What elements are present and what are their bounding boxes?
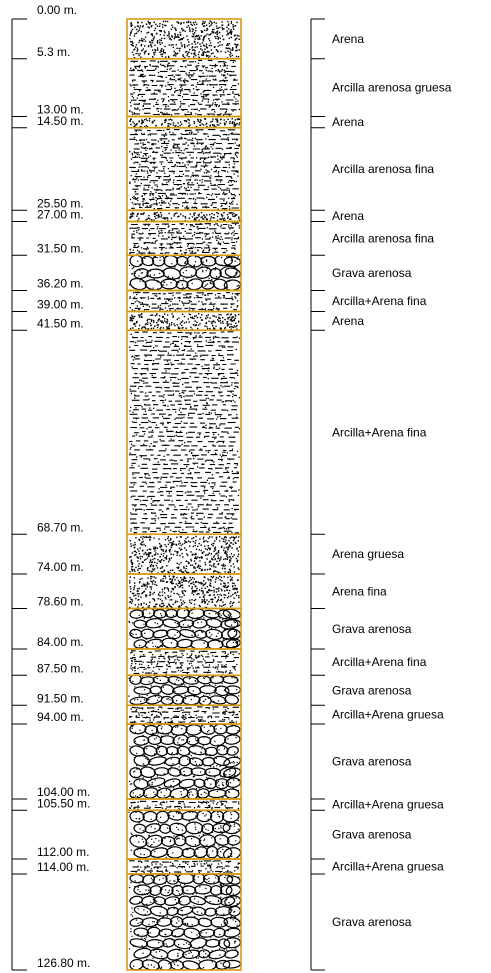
- depth-label: 36.20 m.: [37, 277, 84, 291]
- layer-pattern: [129, 20, 240, 59]
- layer-border: [126, 648, 242, 677]
- depth-label: 68.70 m.: [37, 520, 84, 534]
- layer-sand: [126, 209, 242, 223]
- depth-label: 41.50 m.: [37, 316, 84, 330]
- layer-pattern: [129, 860, 241, 874]
- layer-pattern: [129, 128, 241, 210]
- layer-border: [126, 57, 242, 118]
- layer-description: Arena gruesa: [332, 547, 404, 561]
- layer-gravel: [126, 723, 242, 800]
- layer-sandy-clay: [126, 798, 242, 812]
- layer-description: Arcilla+Arena fina: [332, 425, 427, 439]
- layer-clay: [126, 329, 242, 536]
- layer-sand: [126, 115, 242, 129]
- layer-pattern: [129, 118, 241, 128]
- layer-description: Arena fina: [332, 584, 387, 598]
- layer-description: Arcilla+Arena gruesa: [332, 860, 444, 874]
- depth-label: 91.50 m.: [37, 691, 84, 705]
- layer-sand: [126, 533, 242, 575]
- layer-description: Grava arenosa: [332, 622, 412, 636]
- layer-pattern: [129, 800, 240, 810]
- layer-description: Arena: [332, 209, 364, 223]
- depth-label: 114.00 m.: [37, 860, 89, 874]
- layer-pattern: [129, 313, 240, 330]
- depth-label: 87.50 m.: [37, 661, 84, 675]
- layer-pattern: [129, 535, 241, 574]
- layer-pattern: [129, 211, 241, 222]
- layer-pattern: [129, 291, 240, 312]
- depth-label: 112.00 m.: [37, 845, 89, 859]
- layer-description: Arcilla arenosa fina: [332, 231, 434, 245]
- depth-label: 13.00 m.: [37, 103, 84, 117]
- depth-label: 39.00 m.: [37, 298, 84, 312]
- layer-sandy-clay: [126, 858, 242, 875]
- layer-pattern: [128, 608, 241, 649]
- layer-gravel: [126, 254, 242, 292]
- layer-pattern: [128, 255, 241, 291]
- depth-scale: 0.00 m. 5.3 m. 13.00 m.14.50 m. 25.50 m.27.…: [11, 3, 90, 971]
- layer-description: Arcilla+Arena fina: [332, 655, 427, 669]
- layer-gravel: [126, 873, 242, 971]
- layer-pattern: [128, 810, 241, 859]
- depth-label: 78.60 m.: [37, 595, 84, 609]
- layer-pattern: [129, 724, 241, 799]
- layer-description: Grava arenosa: [332, 828, 412, 842]
- layer-description: Grava arenosa: [332, 683, 412, 697]
- layer-description: Arena: [332, 314, 364, 328]
- layer-pattern: [129, 59, 240, 116]
- layer-pattern: [129, 331, 241, 534]
- layer-pattern: [128, 675, 241, 706]
- layer-sand: [126, 573, 242, 610]
- layer-sandy-clay: [126, 704, 242, 725]
- layer-pattern: [129, 575, 240, 609]
- layer-sandy-clay: [126, 648, 242, 677]
- layer-sand: [126, 18, 242, 60]
- layer-sandy-clay: [126, 220, 242, 257]
- layer-sandy-clay: [126, 126, 242, 212]
- layer-description: Grava arenosa: [332, 915, 412, 929]
- layer-gravel: [126, 674, 242, 707]
- depth-label: 104.00 m.: [37, 785, 90, 799]
- layer-description: Grava arenosa: [332, 755, 412, 769]
- layer-border: [126, 873, 242, 971]
- depth-label: 25.50 m.: [37, 196, 84, 210]
- layer-pattern: [129, 706, 241, 724]
- soil-column: [126, 18, 242, 971]
- layer-sand: [126, 310, 242, 332]
- layer-description: Arena: [332, 32, 364, 46]
- layer-gravel: [126, 607, 242, 650]
- layer-description: Arcilla arenosa fina: [332, 162, 434, 176]
- depth-label: 0.00 m.: [37, 3, 77, 17]
- layer-description: Arcilla+Arena gruesa: [332, 798, 444, 812]
- depth-label: 84.00 m.: [37, 635, 84, 649]
- layer-pattern: [128, 874, 241, 970]
- depth-label: 74.00 m.: [37, 560, 84, 574]
- depth-label: 5.3 m.: [37, 45, 70, 59]
- layer-description: Arena: [332, 115, 364, 129]
- depth-label: 27.00 m.: [37, 208, 84, 222]
- layer-pattern: [130, 650, 240, 675]
- layer-gravel: [126, 809, 242, 860]
- depth-label: 105.50 m.: [37, 796, 90, 810]
- depth-label: 94.00 m.: [37, 710, 84, 724]
- layer-pattern: [129, 222, 241, 255]
- layer-description: Arcilla+Arena gruesa: [332, 708, 444, 722]
- layer-sandy-clay: [126, 289, 242, 313]
- layer-description: Arcilla+Arena fina: [332, 294, 427, 308]
- layer-sandy-clay: [126, 57, 242, 118]
- depth-label: 14.50 m.: [37, 114, 84, 128]
- depth-label: 126.80 m.: [37, 956, 90, 970]
- layer-description: Arcilla arenosa gruesa: [332, 81, 452, 95]
- depth-label: 31.50 m.: [37, 241, 84, 255]
- layer-description: Grava arenosa: [332, 266, 412, 280]
